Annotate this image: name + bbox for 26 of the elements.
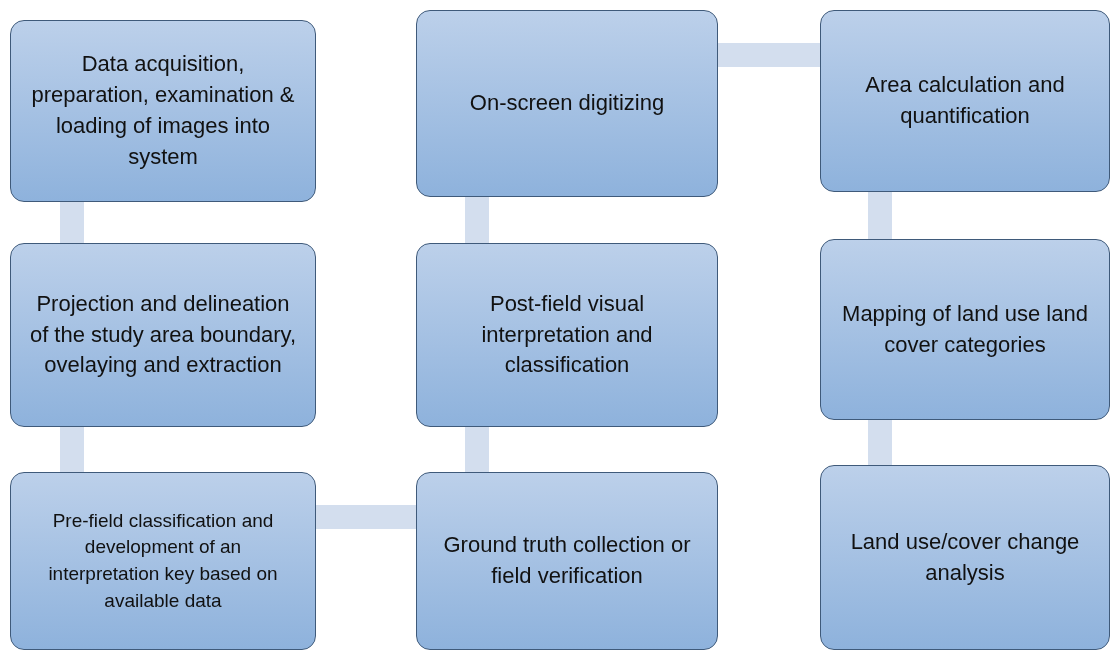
step-text: On-screen digitizing bbox=[469, 89, 665, 118]
process-box bbox=[10, 20, 316, 202]
process-box bbox=[10, 243, 316, 427]
step-text: Mapping of land use land cover categories bbox=[841, 299, 1089, 359]
connector-band bbox=[465, 197, 489, 243]
process-box bbox=[416, 472, 718, 650]
step-text: Pre-field classification and development of an interpretation key based on available data bbox=[47, 508, 279, 613]
step-text: Data acquisition, preparation, examination & loading of images into system bbox=[30, 50, 296, 171]
process-box bbox=[820, 239, 1110, 420]
connector-band bbox=[465, 427, 489, 472]
step-text: Post-field visual interpretation and classification bbox=[480, 289, 654, 380]
connector-band bbox=[718, 43, 820, 67]
connector-band bbox=[60, 427, 84, 472]
step-text: Area calculation and quantification bbox=[864, 71, 1066, 130]
connector-band bbox=[868, 192, 892, 239]
process-box bbox=[820, 10, 1110, 192]
step-text: Projection and delineation of the study area boundary, ovelaying and extraction bbox=[29, 289, 297, 380]
step-text: Ground truth collection or field verification bbox=[442, 531, 692, 590]
process-box bbox=[10, 472, 316, 650]
process-box bbox=[416, 243, 718, 427]
process-box bbox=[416, 10, 718, 197]
process-box bbox=[820, 465, 1110, 650]
connector-band bbox=[868, 420, 892, 465]
step-text: Land use/cover change analysis bbox=[849, 527, 1081, 587]
connector-band bbox=[60, 202, 84, 243]
connector-band bbox=[316, 505, 416, 529]
